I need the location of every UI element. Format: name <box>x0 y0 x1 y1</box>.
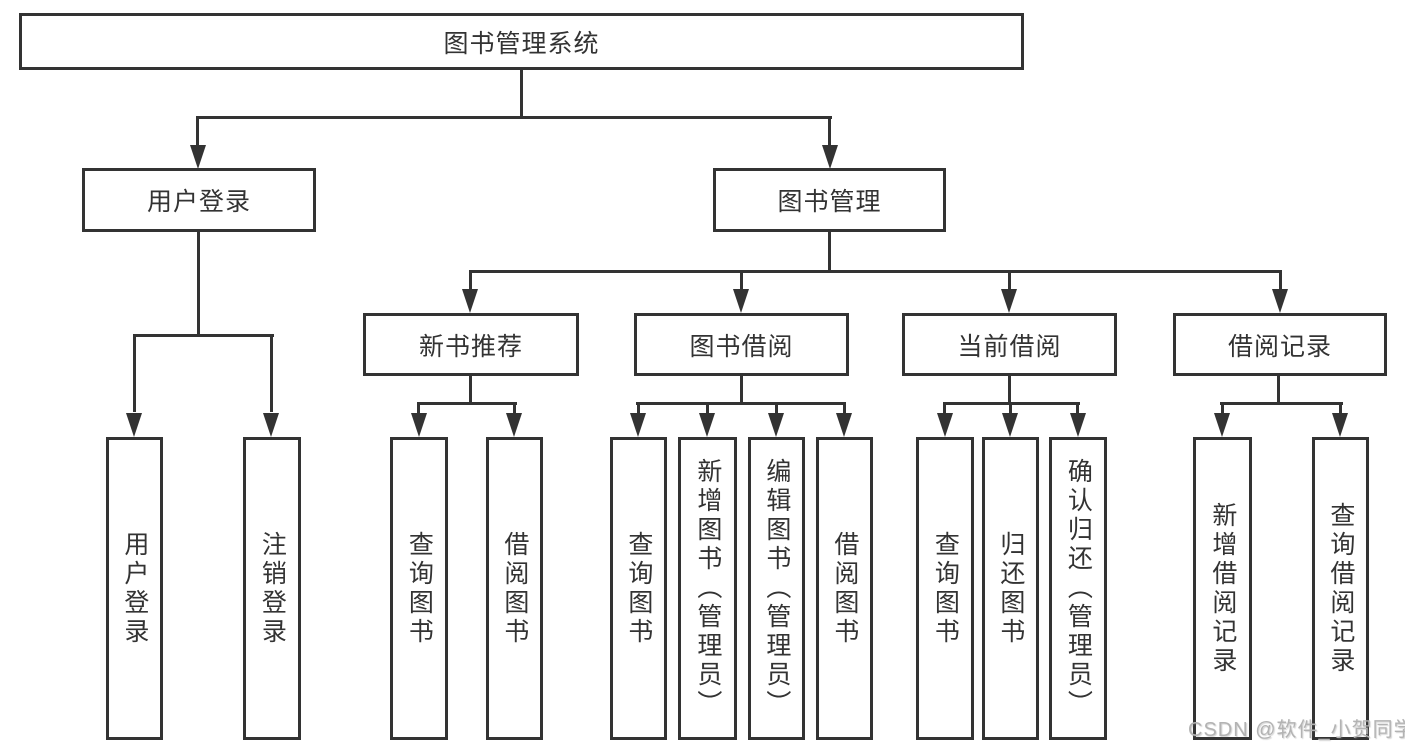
node-new-book-recommend: 新书推荐 <box>363 313 579 376</box>
arrow-down-icon <box>733 289 749 313</box>
connector-book-mgmt-drop <box>828 116 831 146</box>
connector-drop <box>637 402 640 414</box>
node-book-borrowing: 图书借阅 <box>634 313 849 376</box>
node-label: 图书管理 <box>777 188 882 216</box>
node-label: 查询借阅记录 <box>1326 501 1355 676</box>
connector-borrow-record-drop <box>1279 270 1282 290</box>
node-label: 用户登录 <box>146 188 251 216</box>
node-label: 新增借阅记录 <box>1208 501 1237 676</box>
connector-login-drop <box>133 334 136 412</box>
arrow-down-icon <box>1272 289 1288 313</box>
node-label: 归还图书 <box>996 530 1025 647</box>
connector-drop <box>1009 402 1012 414</box>
arrow-down-icon <box>190 145 206 169</box>
node-library-management-system: 图书管理系统 <box>19 13 1024 70</box>
arrow-down-icon <box>822 145 838 169</box>
node-logout: 注销登录 <box>243 437 301 740</box>
arrow-down-icon <box>411 413 427 437</box>
node-user-login: 用户登录 <box>82 168 316 232</box>
node-label: 借阅图书 <box>830 530 859 647</box>
node-label: 图书借阅 <box>689 332 794 361</box>
arrow-down-icon <box>1070 413 1086 437</box>
node-label: 当前借阅 <box>957 332 1062 361</box>
node-label: 借阅记录 <box>1227 332 1332 361</box>
arrow-down-icon <box>1332 413 1348 437</box>
node-label: 新增图书（管理员） <box>693 458 722 719</box>
arrow-down-icon <box>699 413 715 437</box>
node-label: 新书推荐 <box>418 332 523 361</box>
node-label: 借阅图书 <box>500 530 529 647</box>
arrow-down-icon <box>1002 413 1018 437</box>
node-bb-add-books-admin: 新增图书（管理员） <box>678 437 737 740</box>
node-br-query-borrow-record: 查询借阅记录 <box>1312 437 1369 740</box>
node-cb-confirm-return-admin: 确认归还（管理员） <box>1049 437 1107 740</box>
connector-user-login-rail <box>133 334 274 337</box>
connector-new-book-stem <box>469 374 472 405</box>
node-current-borrowing: 当前借阅 <box>902 313 1117 376</box>
node-nb-borrow-books: 借阅图书 <box>486 437 543 740</box>
arrow-down-icon <box>836 413 852 437</box>
connector-book-mgmt-rail <box>469 270 1282 273</box>
connector-borrow-record-rail <box>1220 402 1343 405</box>
connector-drop <box>1339 402 1342 414</box>
connector-drop <box>943 402 946 414</box>
arrow-down-icon <box>506 413 522 437</box>
node-bb-edit-books-admin: 编辑图书（管理员） <box>748 437 805 740</box>
arrow-down-icon <box>126 413 142 437</box>
node-label: 用户登录 <box>120 530 149 647</box>
connector-root-rail <box>196 116 832 119</box>
node-cb-query-books: 查询图书 <box>916 437 974 740</box>
node-login: 用户登录 <box>106 437 163 740</box>
node-bb-borrow-books: 借阅图书 <box>816 437 873 740</box>
arrow-down-icon <box>937 413 953 437</box>
node-label: 编辑图书（管理员） <box>762 458 791 719</box>
arrow-down-icon <box>1214 413 1230 437</box>
arrow-down-icon <box>462 289 478 313</box>
node-borrow-records: 借阅记录 <box>1173 313 1387 376</box>
node-bb-query-books: 查询图书 <box>610 437 667 740</box>
csdn-watermark: CSDN @软件_小贺同学 <box>1188 719 1405 741</box>
connector-book-borrow-drop <box>740 270 743 290</box>
connector-drop <box>513 402 516 414</box>
arrow-down-icon <box>263 413 279 437</box>
connector-user-login-stem <box>197 230 200 337</box>
connector-new-book-rail <box>417 402 517 405</box>
node-label: 确认归还（管理员） <box>1064 458 1093 719</box>
connector-user-login-drop <box>196 116 199 146</box>
connector-current-borrow-stem <box>1008 374 1011 405</box>
node-cb-return-books: 归还图书 <box>982 437 1039 740</box>
arrow-down-icon <box>1001 289 1017 313</box>
connector-drop <box>706 402 709 414</box>
node-br-add-borrow-record: 新增借阅记录 <box>1193 437 1252 740</box>
node-book-management: 图书管理 <box>713 168 946 232</box>
connector-book-mgmt-stem <box>828 231 831 273</box>
node-label: 查询图书 <box>931 530 960 647</box>
connector-drop <box>775 402 778 414</box>
node-label: 查询图书 <box>405 530 434 647</box>
node-label: 注销登录 <box>258 530 287 647</box>
arrow-down-icon <box>630 413 646 437</box>
connector-book-borrow-rail <box>636 402 846 405</box>
connector-drop <box>417 402 420 414</box>
connector-new-book-drop <box>469 270 472 290</box>
connector-book-borrow-stem <box>740 374 743 405</box>
connector-drop <box>1221 402 1224 414</box>
node-nb-query-books: 查询图书 <box>390 437 448 740</box>
connector-current-borrow-drop <box>1008 270 1011 290</box>
connector-drop <box>843 402 846 414</box>
connector-root-stem <box>520 68 523 118</box>
arrow-down-icon <box>768 413 784 437</box>
connector-borrow-record-stem <box>1277 374 1280 405</box>
node-label: 图书管理系统 <box>443 29 600 58</box>
node-label: 查询图书 <box>624 530 653 647</box>
connector-drop <box>1076 402 1079 414</box>
connector-logout-drop <box>270 334 273 412</box>
